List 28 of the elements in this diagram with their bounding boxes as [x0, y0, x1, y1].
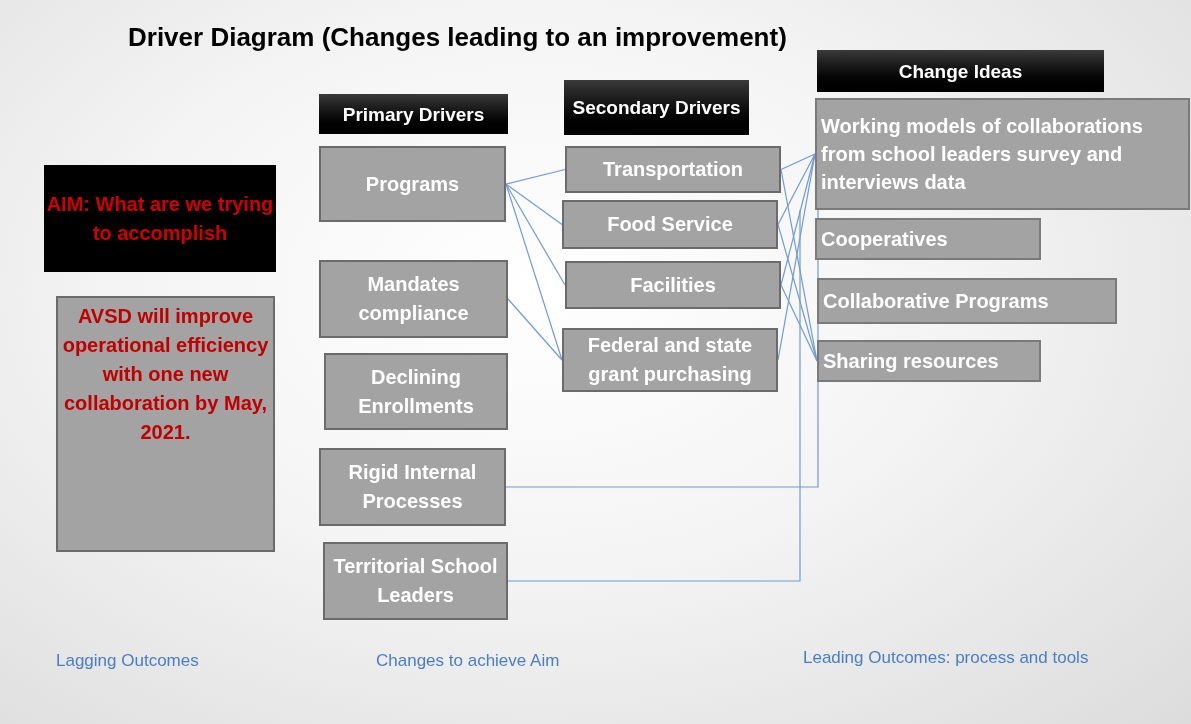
change-idea-box: Cooperatives — [815, 218, 1041, 260]
column-header: Secondary Drivers — [564, 80, 749, 135]
driver-box: Declining Enrollments — [324, 353, 508, 430]
diagram-title: Driver Diagram (Changes leading to an improvement) — [128, 21, 787, 54]
driver-box: Rigid Internal Processes — [319, 448, 506, 526]
column-header: Primary Drivers — [319, 94, 508, 134]
connector-line — [505, 168, 566, 185]
aim-statement-box: AVSD will improve operational efficiency with one new collaboration by May, 2021. — [56, 296, 275, 552]
section-caption: Changes to achieve Aim — [376, 650, 560, 672]
driver-box: Federal and state grant purchasing — [562, 328, 778, 392]
driver-box: Transportation — [565, 146, 781, 193]
section-caption: Lagging Outcomes — [56, 650, 199, 672]
connector-line — [780, 153, 816, 171]
driver-box: Facilities — [565, 261, 781, 309]
driver-box: Food Service — [562, 200, 778, 249]
connector-line — [505, 183, 563, 226]
driver-box: Mandates compliance — [319, 260, 508, 338]
column-header: Change Ideas — [817, 50, 1104, 92]
change-idea-box: Collaborative Programs — [817, 278, 1117, 324]
driver-box: Programs — [319, 146, 506, 222]
section-caption: Leading Outcomes: process and tools — [803, 647, 1089, 669]
connector-line — [507, 298, 563, 361]
connector-line — [505, 183, 566, 286]
change-idea-box: Working models of collaborations from school leaders survey and interviews data — [815, 98, 1190, 210]
aim-box: AIM: What are we trying to accomplish — [44, 165, 276, 272]
change-idea-box: Sharing resources — [817, 340, 1041, 382]
connector-line — [507, 209, 801, 582]
driver-box: Territorial School Leaders — [323, 542, 508, 620]
